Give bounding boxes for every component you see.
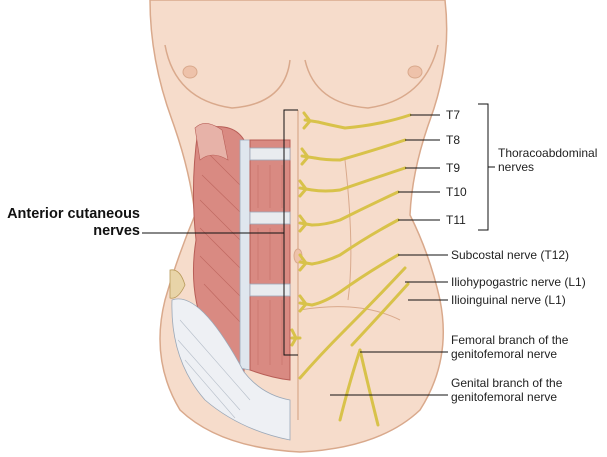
- femoral-branch-label-line2: genitofemoral nerve: [451, 347, 558, 361]
- leader-lines: [142, 103, 495, 396]
- thoracoabdominal-label-line1: Thoracoabdominal: [498, 146, 598, 160]
- femoral-branch-label: Femoral branch of the genitofemoral nerv…: [451, 333, 568, 361]
- tendinous-intersections: [249, 147, 291, 297]
- label-t11: T11: [446, 213, 466, 227]
- right-nipple: [407, 65, 423, 79]
- label-t9: T9: [446, 161, 461, 175]
- thoracoabdominal-nerves: [298, 113, 412, 427]
- rectus-fibers: [257, 165, 283, 365]
- genital-branch-label-line2: genitofemoral nerve: [451, 390, 558, 404]
- fascia-fibers: [177, 319, 251, 419]
- anterior-cutaneous-label: Anterior cutaneous nerves: [7, 206, 140, 240]
- thoracoabdominal-label: Thoracoabdominal nerves: [498, 146, 597, 174]
- label-t8: T8: [446, 133, 461, 147]
- thoracoabdominal-label-line2: nerves: [498, 160, 535, 174]
- genital-branch-label: Genital branch of the genitofemoral nerv…: [451, 376, 562, 404]
- label-t10: T10: [446, 185, 467, 199]
- left-nipple: [182, 65, 198, 79]
- lower-guide-curve: [299, 306, 401, 321]
- left-breast: [164, 44, 291, 109]
- subcostal-label: Subcostal nerve (T12): [451, 248, 570, 262]
- rib-area: [194, 123, 229, 161]
- right-breast: [304, 44, 439, 109]
- femoral-branch-label-line1: Femoral branch of the: [451, 333, 569, 347]
- right-guide-curve: [344, 159, 352, 301]
- genital-branch-label-line1: Genital branch of the: [451, 376, 563, 390]
- anterior-cutaneous-label-line2: nerves: [93, 223, 140, 239]
- oblique-fibers: [199, 149, 241, 323]
- ilioinguinal-label: Ilioinguinal nerve (L1): [451, 293, 566, 307]
- linea-semilunaris: [239, 139, 251, 371]
- iliac-crest: [169, 269, 186, 299]
- anterior-cutaneous-branches: [290, 111, 320, 347]
- iliohypogastric-label: Iliohypogastric nerve (L1): [451, 275, 586, 289]
- label-t7: T7: [446, 108, 461, 122]
- inguinal-fascia: [171, 298, 291, 441]
- anterior-cutaneous-label-line1: Anterior cutaneous: [7, 206, 140, 222]
